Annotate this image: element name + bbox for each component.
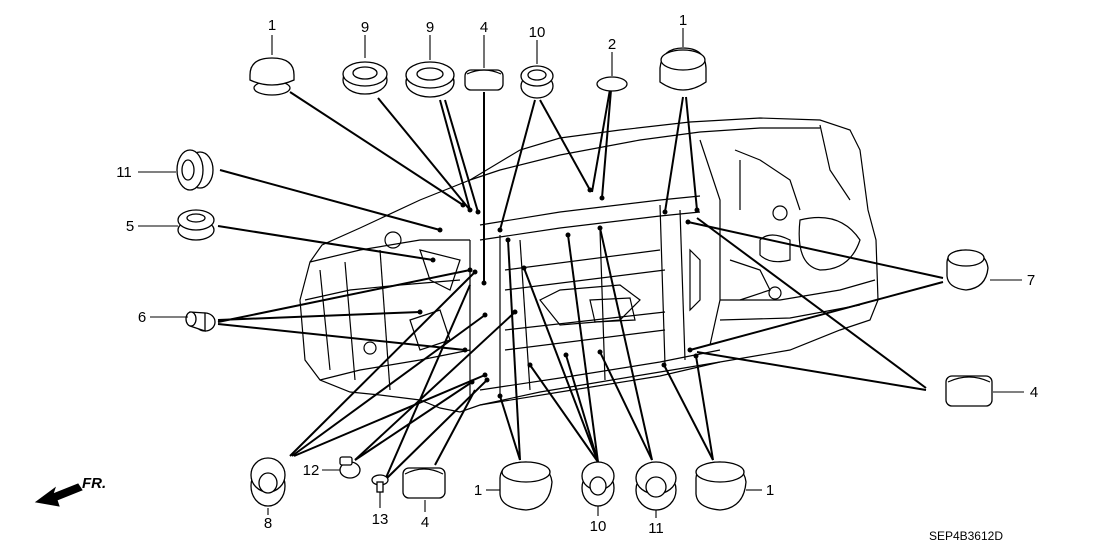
callout-ticks (138, 28, 1024, 518)
callout-number: 11 (116, 164, 132, 181)
grommet-icon (250, 457, 286, 507)
callout-labels: 1 9 9 4 10 2 1 11 5 6 7 4 8 12 13 4 1 10… (116, 12, 1038, 537)
plug-cap-icon (249, 57, 295, 96)
callout-number: 9 (426, 19, 434, 36)
callout-number: 1 (474, 482, 482, 499)
callout-number: 7 (1027, 272, 1035, 289)
grommet-icon (342, 61, 388, 95)
front-label: FR. (82, 475, 106, 492)
callout-number: 10 (529, 24, 546, 41)
plug-cap-icon (946, 249, 989, 291)
callout-number: 9 (361, 19, 369, 36)
callout-number: 1 (679, 12, 687, 29)
callout-number: 10 (590, 518, 607, 535)
callout-number: 4 (421, 514, 429, 531)
callout-number: 13 (372, 511, 389, 528)
plug-cap-icon (499, 461, 553, 511)
callout-number: 4 (480, 19, 488, 36)
leader-lines (217, 77, 944, 481)
callout-number: 5 (126, 218, 134, 235)
attachment-points (417, 187, 700, 399)
clip-icon (339, 456, 361, 479)
plug-cap-icon (659, 47, 707, 91)
small-plug-icon (185, 311, 216, 332)
arrow-left-icon (34, 483, 83, 507)
callout-number: 12 (303, 462, 320, 479)
diagram-code: SEP4B3612D (929, 529, 1003, 543)
seal-pad-icon (596, 76, 628, 92)
push-pin-icon (371, 474, 389, 493)
grommet-icon (405, 61, 455, 98)
callout-number: 1 (268, 17, 276, 34)
plug-cap-icon (695, 461, 747, 511)
rectangular-plug-icon (945, 375, 993, 407)
front-direction-arrow: FR. (34, 475, 106, 507)
grommet-icon (176, 149, 214, 191)
callout-number: 2 (608, 36, 616, 53)
grommet-icon (581, 461, 615, 507)
grommet-icon (635, 461, 677, 511)
grommet-icon (177, 209, 215, 241)
callout-number: 11 (648, 520, 664, 537)
part-icons (176, 47, 993, 511)
rectangular-plug-icon (464, 69, 504, 91)
grommet-icon (520, 65, 554, 99)
callout-number: 4 (1030, 384, 1038, 401)
callout-number: 1 (766, 482, 774, 499)
rectangular-plug-icon (402, 467, 446, 499)
callout-number: 8 (264, 515, 272, 532)
callout-number: 6 (138, 309, 146, 326)
